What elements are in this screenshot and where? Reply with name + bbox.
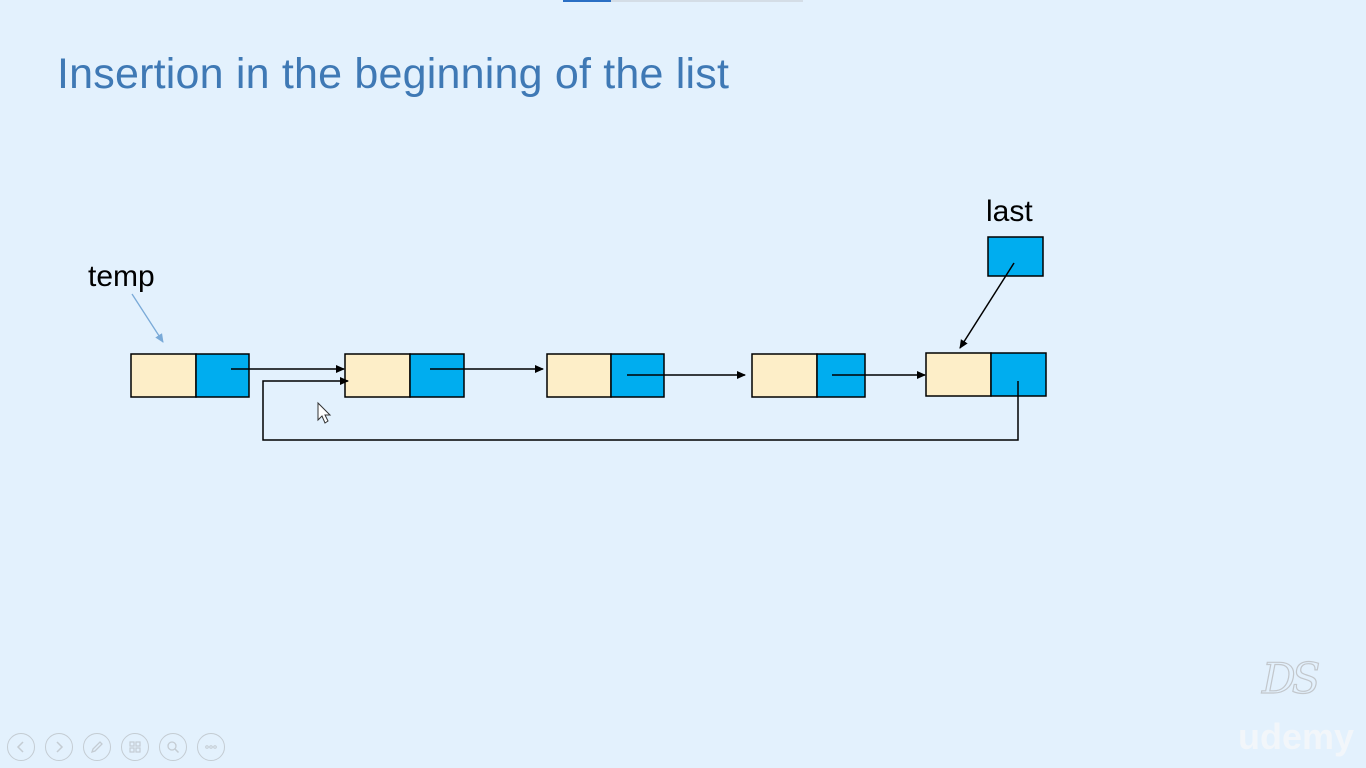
pen-icon xyxy=(90,741,103,754)
last-label: last xyxy=(986,195,1033,228)
temp-label: temp xyxy=(88,260,155,293)
slide-progress-bar xyxy=(563,0,803,2)
magnifier-icon xyxy=(167,741,180,754)
grid-icon xyxy=(129,741,141,753)
chevron-right-icon xyxy=(56,741,64,753)
node-data-cell xyxy=(546,353,612,398)
pen-tool-button[interactable] xyxy=(83,733,111,761)
list-node xyxy=(925,352,1047,397)
list-node xyxy=(344,353,465,398)
node-data-cell xyxy=(130,353,197,398)
last-pointer-box xyxy=(987,236,1044,277)
ds-logo-watermark: DS xyxy=(1261,653,1321,703)
circular-link-arrow xyxy=(262,377,1019,441)
zoom-button[interactable] xyxy=(159,733,187,761)
udemy-watermark: udemy xyxy=(1238,716,1355,757)
node-link-cell xyxy=(195,353,250,398)
slide-progress-indicator xyxy=(563,0,611,2)
list-node xyxy=(130,353,250,398)
node-data-cell xyxy=(925,352,992,397)
last-pointer-arrow xyxy=(959,262,1015,349)
slide-title: Insertion in the beginning of the list xyxy=(57,50,730,98)
mouse-cursor xyxy=(317,401,332,424)
chevron-left-icon xyxy=(16,741,24,753)
slideshow-controls xyxy=(7,733,225,761)
more-options-button[interactable] xyxy=(197,733,225,761)
slide-grid-button[interactable] xyxy=(121,733,149,761)
node-data-cell xyxy=(751,353,818,398)
previous-slide-button[interactable] xyxy=(7,733,35,761)
ellipsis-icon xyxy=(205,745,217,749)
temp-pointer-arrow xyxy=(131,293,164,343)
next-slide-button[interactable] xyxy=(45,733,73,761)
list-node xyxy=(546,353,665,398)
node-data-cell xyxy=(344,353,411,398)
node-link-cell xyxy=(409,353,465,398)
